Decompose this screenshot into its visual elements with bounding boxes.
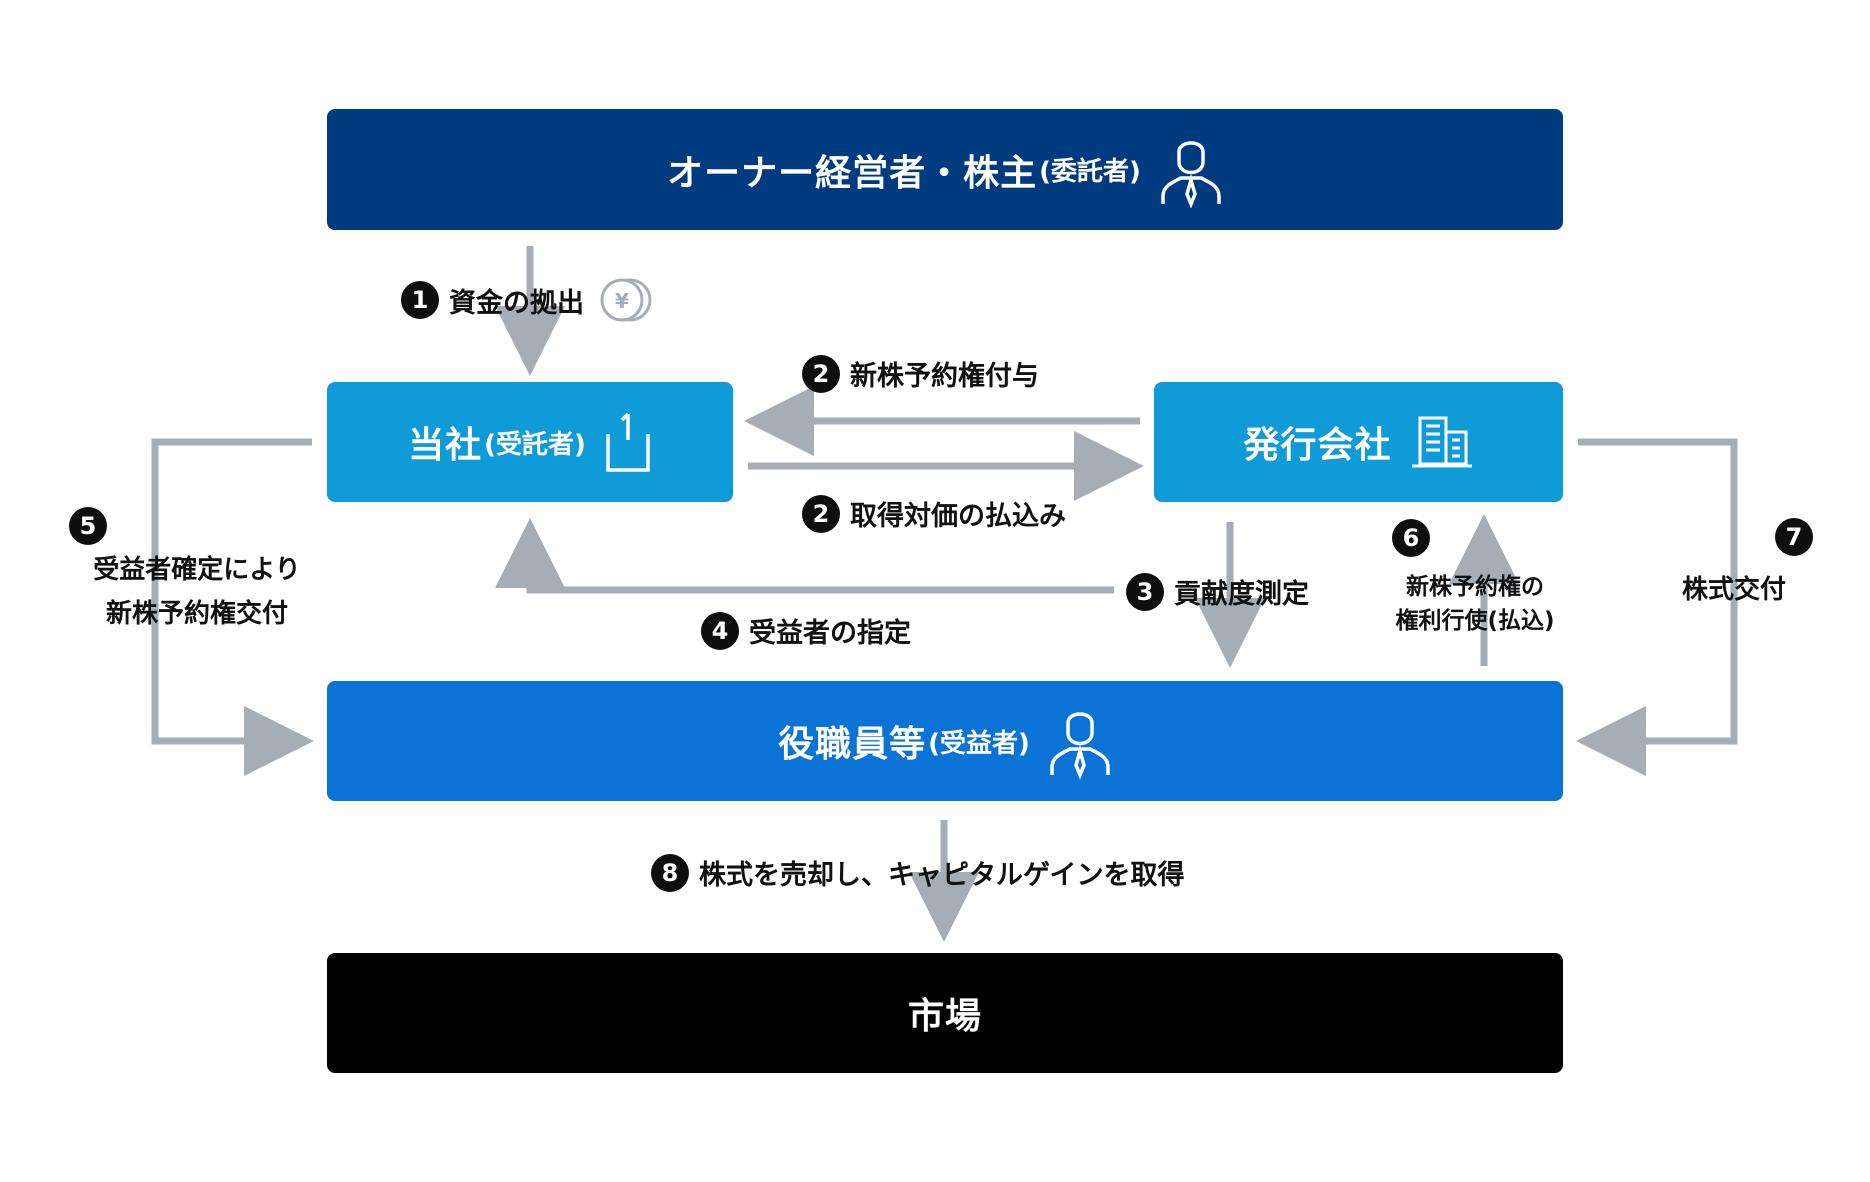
step-2b-label: 2 取得対価の払込み [802,494,1066,533]
arrow-issue-rights [151,438,314,776]
step-6-line-1: 新株予約権の [1406,574,1544,600]
step-1-label: 1 資金の拠出 ¥ [401,276,656,324]
step-5-number: 5 [69,507,107,545]
step-number: 2 [802,494,840,533]
step-6-number: 6 [1392,519,1430,557]
step-number: 4 [701,611,739,650]
step-number: 3 [1126,572,1164,611]
step-3-label: 3 貢献度測定 [1126,572,1309,611]
market-box: 市場 [327,953,1563,1073]
arrow-share-delivery [1576,438,1738,776]
company-title: 当社 [408,425,483,466]
step-text: 資金の拠出 [449,287,584,319]
officers-box: 役職員等 (受益者) [327,681,1563,801]
issuer-title: 発行会社 [1243,425,1392,466]
step-number: 2 [802,354,840,393]
svg-text:¥: ¥ [615,289,629,313]
officers-role: (受益者) [928,728,1030,759]
step-text: 貢献度測定 [1174,579,1309,610]
arrow-designate-beneficiary [495,518,1114,594]
yen-coin-icon: ¥ [600,278,652,322]
step-5-line-2: 新株予約権交付 [105,599,288,629]
company-role: (受託者) [484,429,586,460]
person-icon [1050,712,1110,779]
company-box: 当社 (受託者) [327,382,733,502]
step-4-label: 4 受益者の指定 [701,611,911,650]
box-icon [606,412,650,472]
step-text: 取得対価の払込み [850,501,1066,532]
step-text: 受益者の指定 [749,618,911,649]
owner-title: オーナー経営者・株主 [667,152,1038,194]
officers-title: 役職員等 [778,724,927,765]
step-number: 1 [401,281,439,319]
owner-box: オーナー経営者・株主 (委託者) [327,109,1563,230]
step-text: 株式を売却し、キャピタルゲインを取得 [699,860,1185,891]
issuer-box: 発行会社 [1154,382,1563,502]
step-7-text: 株式交付 [1646,568,1822,612]
step-2a-label: 2 新株予約権付与 [802,354,1039,393]
step-7-line: 株式交付 [1681,575,1786,605]
step-5-line-1: 受益者確定により [93,555,301,585]
step-5-text: 受益者確定により 新株予約権交付 [62,548,332,636]
step-text: 新株予約権付与 [850,361,1039,392]
step-6-line-2: 権利行使(払込) [1395,608,1555,634]
step-8-label: 8 株式を売却し、キャピタルゲインを取得 [651,853,1184,892]
market-title: 市場 [907,996,982,1037]
building-icon [1411,416,1472,468]
step-number: 8 [651,853,689,892]
owner-role: (委託者) [1039,157,1141,187]
step-6-text: 新株予約権の 権利行使(払込) [1370,570,1580,638]
person-icon [1161,140,1221,208]
step-7-number: 7 [1775,518,1813,556]
